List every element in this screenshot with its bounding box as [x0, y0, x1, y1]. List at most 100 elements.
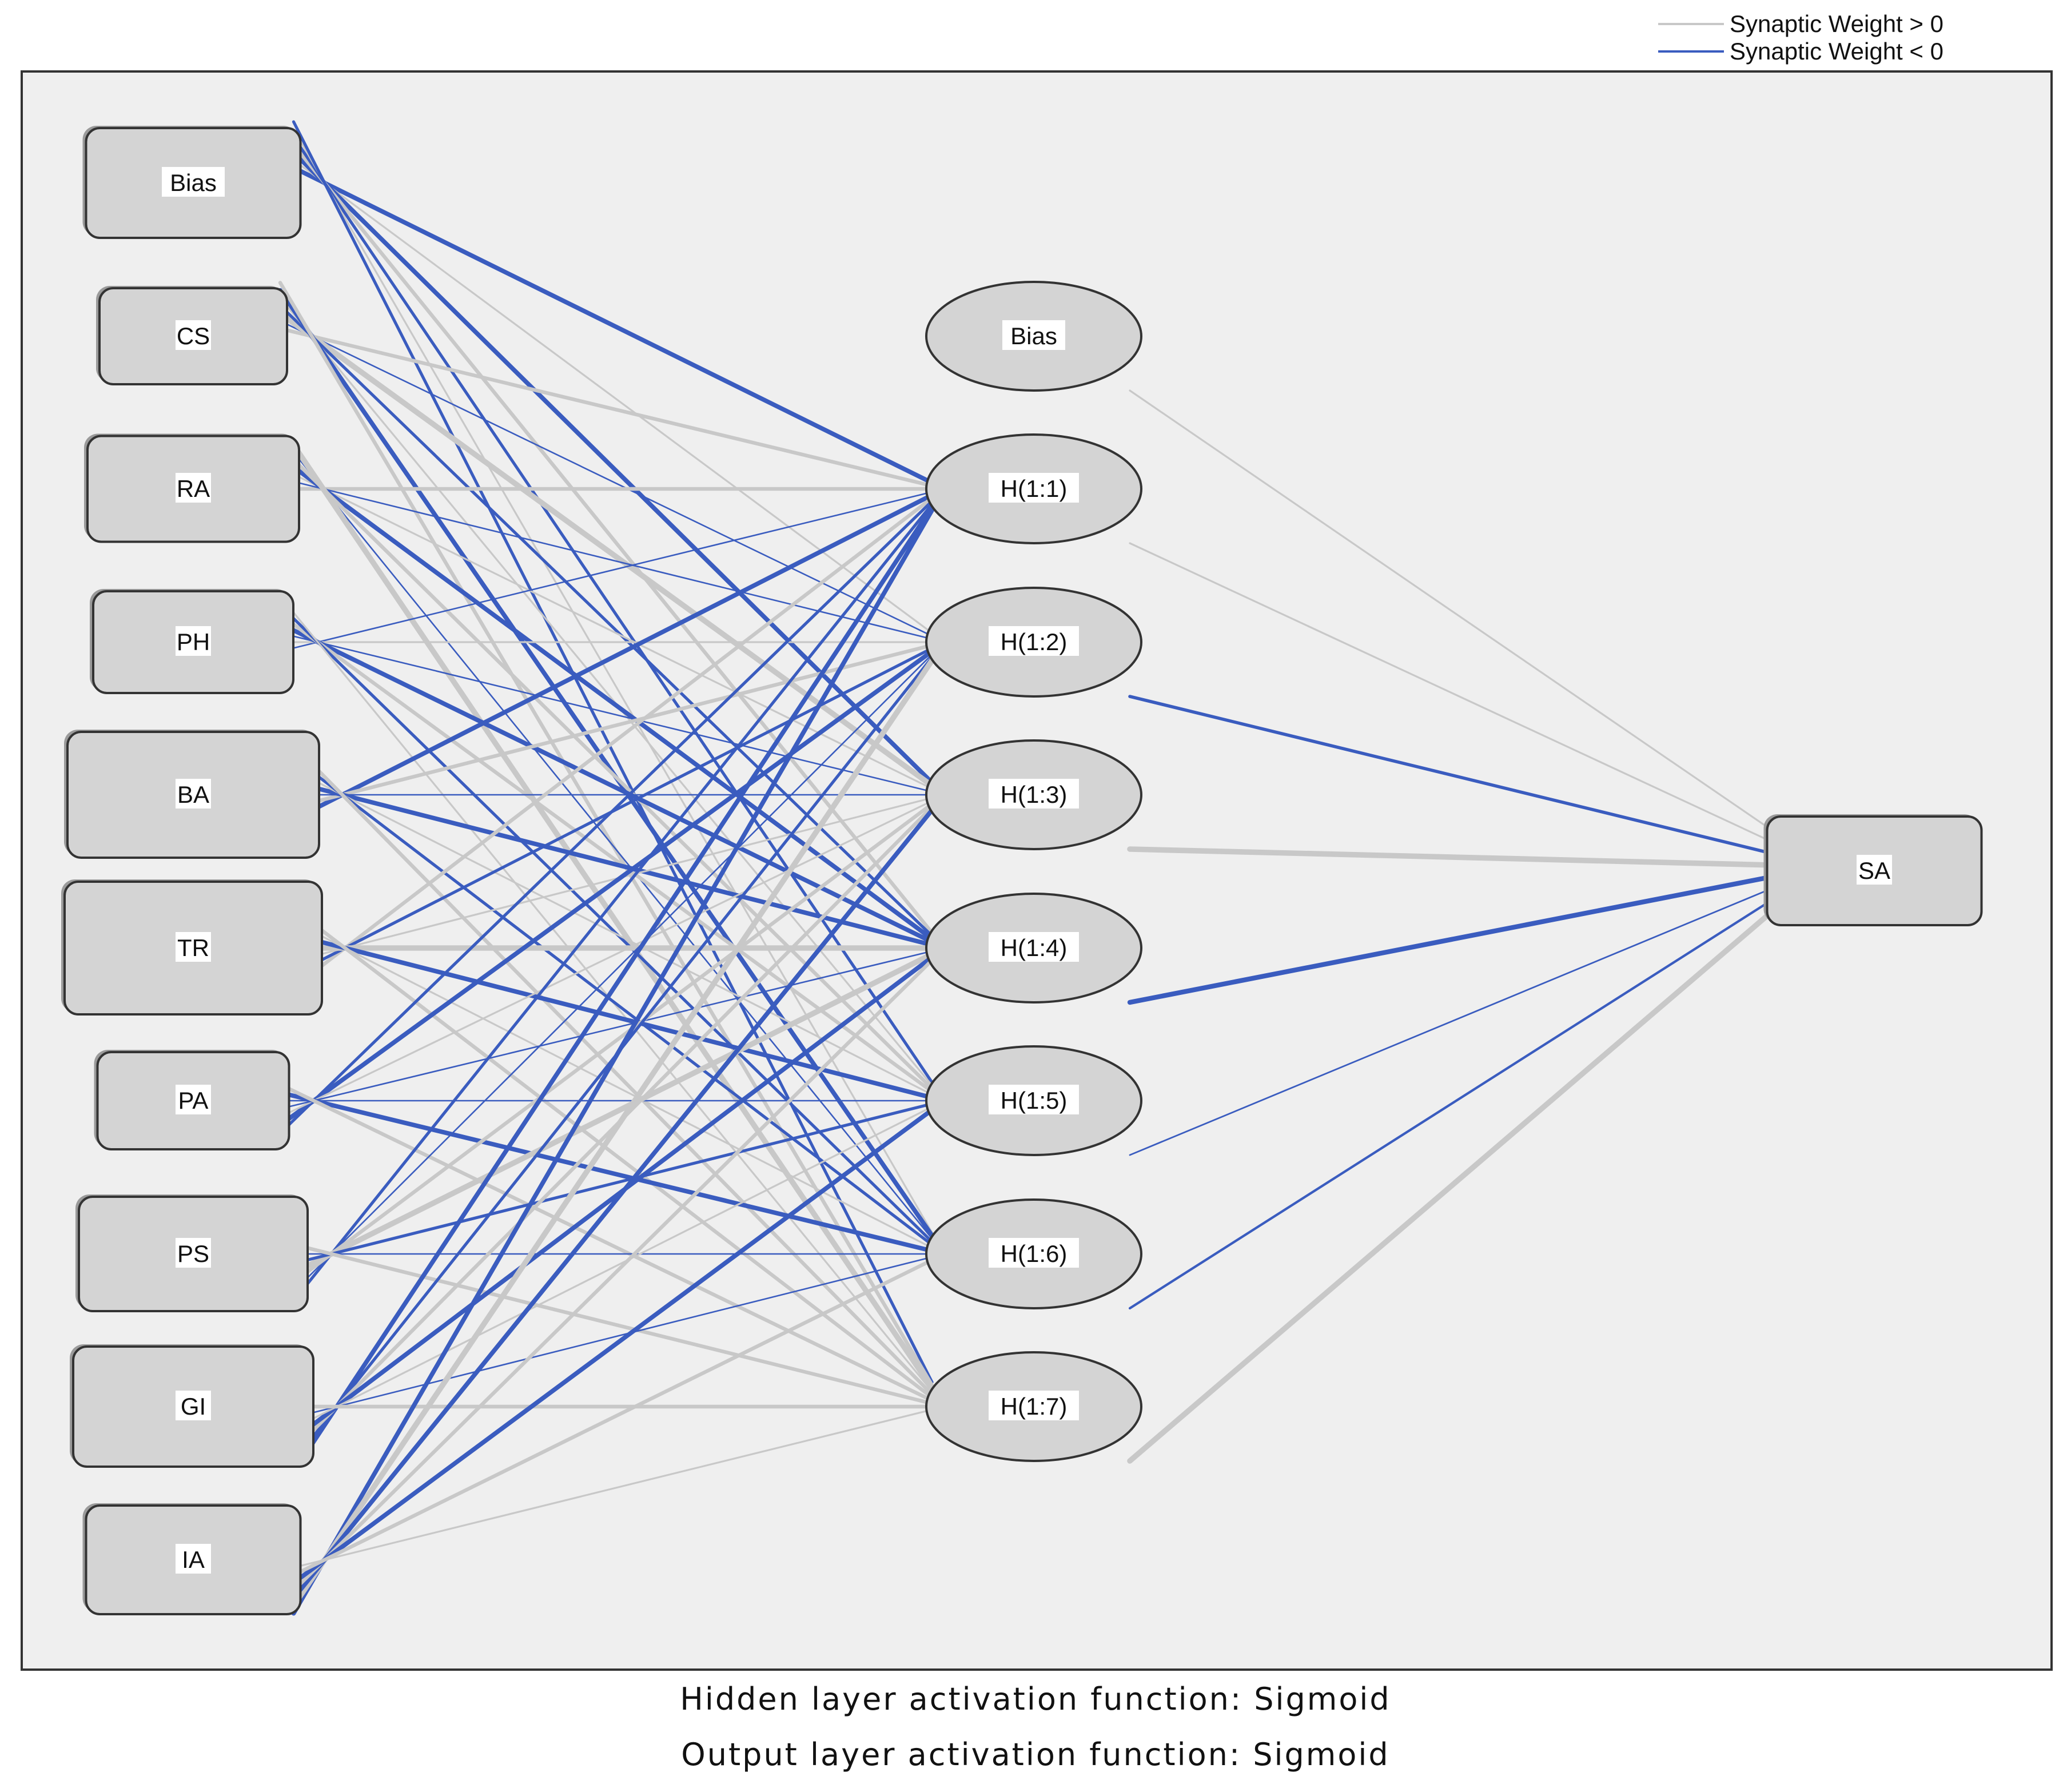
hidden-node-h-1-5-label-background — [989, 1085, 1079, 1114]
connection-cs-to-h1-5 — [279, 297, 933, 1086]
connection-h-1-6-to-sa — [1128, 898, 1774, 1310]
input-node-pa-label: PA — [178, 1087, 209, 1114]
hidden-node-h-1-4-label: H(1:4) — [1001, 934, 1068, 961]
connection-ph-to-h1-1 — [285, 491, 933, 651]
input-node-cs-label-background — [176, 320, 211, 350]
hidden-node-h-1-4-label-background — [989, 932, 1079, 962]
connection-ps-to-h1-7 — [298, 1244, 934, 1405]
input-node-pa-label-background — [176, 1085, 211, 1114]
input-node-ra-label: RA — [177, 475, 210, 502]
connection-cs-to-h1-7 — [278, 281, 934, 1387]
connection-bias-to-h1-2 — [292, 159, 933, 634]
legend-negative-label: Synaptic Weight < 0 — [1730, 38, 1943, 65]
input-node-ia-label-background — [176, 1544, 211, 1574]
connection-ra-to-h1-5 — [290, 456, 934, 1090]
connection-ia-to-h1-3 — [291, 807, 934, 1600]
input-node-ph-label: PH — [177, 628, 210, 655]
connection-gi-to-h1-5 — [305, 1106, 933, 1423]
hidden-node-h-1-2-label: H(1:2) — [1001, 628, 1068, 655]
connection-ba-to-h1-4 — [310, 785, 934, 947]
connection-tr-to-h1-2 — [313, 647, 934, 965]
hidden-node-h-1-6-label-background — [989, 1238, 1079, 1268]
connection-ba-to-h1-7 — [310, 762, 934, 1396]
input-node-ps-label: PS — [177, 1240, 209, 1267]
connection-ps-to-h1-4 — [298, 951, 935, 1272]
connection-ia-to-h1-6 — [292, 1258, 934, 1577]
connection-h-1-3-to-sa — [1127, 846, 1776, 868]
connection-ps-to-h1-1 — [299, 503, 934, 1294]
connection-pa-to-h1-2 — [280, 649, 934, 1126]
connection-gi-to-h1-1 — [304, 505, 934, 1455]
connection-ia-to-h1-4 — [292, 958, 934, 1592]
connections — [277, 120, 1776, 1616]
output-node-sa-label-background — [1857, 855, 1892, 885]
connection-bias-to-sa — [1129, 389, 1774, 832]
connection-cs-to-h1-3 — [277, 310, 935, 789]
connection-gi-to-h1-6 — [305, 1256, 933, 1415]
hidden-node-h-1-5-label: H(1:5) — [1001, 1087, 1068, 1114]
connection-ia-to-h1-7 — [292, 1408, 933, 1568]
input-node-ra-label-background — [176, 473, 211, 503]
input-node-ps-label-background — [176, 1238, 211, 1268]
legend: Synaptic Weight > 0 Synaptic Weight < 0 — [1658, 10, 1943, 65]
connection-ra-to-h1-7 — [289, 440, 935, 1391]
input-node-cs-label: CS — [177, 322, 210, 349]
hidden-activation-caption: Hidden layer activation function: Sigmoi… — [680, 1681, 1391, 1717]
connection-pa-to-h1-6 — [280, 1090, 934, 1253]
connection-ra-to-h1-4 — [290, 463, 934, 941]
hidden-node-bias-label: Bias — [1010, 322, 1057, 349]
connection-ia-to-h1-2 — [290, 658, 935, 1609]
connection-bias-to-h1-4 — [292, 142, 934, 935]
connection-bias-to-h1-7 — [292, 120, 934, 1384]
connection-cs-to-h1-4 — [278, 304, 934, 938]
connection-bias-to-h1-5 — [292, 136, 934, 1084]
connection-ps-to-h1-3 — [298, 802, 934, 1279]
connection-pa-to-h1-7 — [280, 1084, 934, 1403]
connection-ia-to-h1-5 — [291, 1108, 934, 1586]
connection-pa-to-h1-4 — [281, 950, 933, 1109]
connection-bias-to-h1-6 — [292, 128, 933, 1234]
hidden-node-h-1-3-label: H(1:3) — [1001, 781, 1068, 808]
connection-cs-to-h1-6 — [278, 288, 934, 1238]
input-node-tr-label-background — [176, 932, 211, 962]
connection-h-1-7-to-sa — [1127, 908, 1776, 1464]
connection-bias-to-h1-3 — [291, 150, 934, 785]
hidden-node-h-1-1-label-background — [989, 473, 1079, 503]
connection-ra-to-h1-2 — [291, 480, 933, 640]
connection-ph-to-h1-3 — [285, 634, 933, 793]
hidden-node-h-1-3-label-background — [989, 779, 1079, 809]
connection-h-1-5-to-sa — [1129, 887, 1774, 1156]
connection-h-1-2-to-sa — [1128, 695, 1775, 855]
output-activation-caption: Output layer activation function: Sigmoi… — [681, 1737, 1390, 1773]
connection-ba-to-h1-5 — [311, 778, 933, 1096]
connection-ba-to-h1-1 — [310, 492, 934, 813]
hidden-node-h-1-2-label-background — [989, 626, 1079, 656]
output-node-sa-label: SA — [1858, 857, 1890, 884]
connection-bias-to-h1-1 — [291, 165, 934, 485]
connection-cs-to-h1-1 — [278, 326, 934, 488]
connection-ba-to-h1-6 — [310, 770, 934, 1247]
hidden-node-bias-label-background — [1002, 320, 1065, 350]
connection-h-1-1-to-sa — [1129, 542, 1774, 843]
connection-ph-to-h1-4 — [284, 624, 934, 945]
hidden-node-h-1-1-label: H(1:1) — [1001, 475, 1068, 502]
connection-h-1-4-to-sa — [1127, 874, 1775, 1005]
input-node-ba-label-background — [176, 779, 211, 809]
connection-ia-to-h1-1 — [291, 508, 934, 1616]
input-node-gi-label: GI — [181, 1393, 206, 1420]
connection-ph-to-h1-5 — [284, 617, 934, 1094]
connection-tr-to-h1-7 — [313, 923, 934, 1400]
connection-tr-to-h1-6 — [314, 931, 933, 1249]
connection-pa-to-h1-3 — [281, 800, 933, 1117]
connection-tr-to-h1-5 — [313, 938, 934, 1100]
input-node-gi-label-background — [176, 1391, 211, 1420]
connection-ba-to-h1-2 — [310, 643, 934, 805]
input-node-tr-label: TR — [177, 934, 209, 961]
legend-positive-label: Synaptic Weight > 0 — [1730, 10, 1943, 37]
connection-pa-to-h1-1 — [280, 499, 934, 1133]
connection-ph-to-h1-6 — [285, 610, 934, 1244]
connection-tr-to-h1-1 — [313, 496, 934, 973]
input-node-bias-label-background — [162, 167, 225, 197]
hidden-node-h-1-7-label-background — [989, 1391, 1079, 1420]
